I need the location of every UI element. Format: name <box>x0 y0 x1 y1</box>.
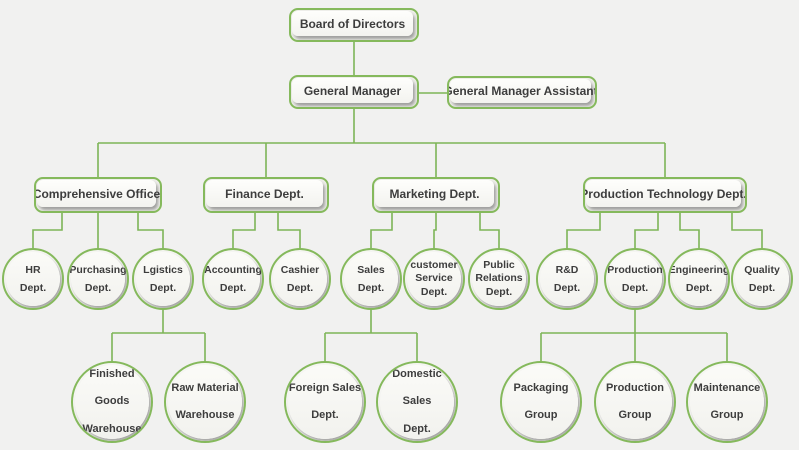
node-domestic-sales-dept: Domestic Sales Dept. <box>376 361 458 443</box>
node-label: Finance Dept. <box>225 186 304 201</box>
node-label: Cashier Dept. <box>280 263 320 294</box>
node-production-technology-dept: Production Technology Dept. <box>583 177 747 213</box>
connector-comprehensive-children <box>32 213 164 249</box>
node-label: Accounting Dept. <box>204 263 262 294</box>
node-surface: customer Service Dept. <box>407 252 461 306</box>
node-label: Raw Material Warehouse <box>171 381 239 422</box>
node-surface: Cashier Dept. <box>273 252 327 306</box>
node-general-manager: General Manager <box>289 75 419 109</box>
node-surface: Packaging Group <box>504 365 578 439</box>
connector-logistics-warehouses <box>111 308 206 362</box>
node-public-relations-dept: Public Relations Dept. <box>468 248 530 310</box>
node-surface: R&D Dept. <box>540 252 594 306</box>
node-sales-dept: Sales Dept. <box>340 248 402 310</box>
node-surface: Sales Dept. <box>344 252 398 306</box>
node-surface: Domestic Sales Dept. <box>380 365 454 439</box>
node-surface: Quality Dept. <box>735 252 789 306</box>
node-surface: Production Technology Dept. <box>585 180 745 207</box>
node-surface: Maintenance Group <box>690 365 764 439</box>
node-label: Comprehensive Office <box>34 186 161 201</box>
node-label: Engineering Dept. <box>668 263 730 294</box>
node-maintenance-group: Maintenance Group <box>686 361 768 443</box>
node-surface: Finance Dept. <box>206 180 323 207</box>
node-production-dept: Production Dept. <box>604 248 666 310</box>
node-label: Public Relations Dept. <box>475 258 523 298</box>
node-logistics-dept: Lgistics Dept. <box>132 248 194 310</box>
node-marketing-dept: Marketing Dept. <box>372 177 500 213</box>
node-hr-dept: HR Dept. <box>2 248 64 310</box>
node-label: Sales Dept. <box>357 263 385 294</box>
node-label: HR Dept. <box>19 263 47 294</box>
node-label: Domestic Sales Dept. <box>392 367 442 435</box>
node-board-of-directors: Board of Directors <box>289 8 419 42</box>
connector-sales-children <box>324 308 418 362</box>
node-label: Packaging Group <box>513 381 569 422</box>
node-purchasing-dept: Purchasing Dept. <box>67 248 129 310</box>
node-production-group: Production Group <box>594 361 676 443</box>
node-label: Quality Dept. <box>744 263 780 294</box>
node-surface: Purchasing Dept. <box>69 252 127 306</box>
node-surface: Comprehensive Office <box>36 180 160 207</box>
node-label: Board of Directors <box>299 16 406 31</box>
node-quality-dept: Quality Dept. <box>731 248 793 310</box>
node-general-manager-assistant: General Manager Assistant <box>447 76 597 109</box>
node-foreign-sales-dept: Foreign Sales Dept. <box>284 361 366 443</box>
node-packaging-group: Packaging Group <box>500 361 582 443</box>
node-finished-goods-warehouse: Finished Goods Warehouse <box>71 361 153 443</box>
node-label: Production Group <box>605 381 665 422</box>
node-accounting-dept: Accounting Dept. <box>202 248 264 310</box>
node-surface: General Manager <box>292 78 413 103</box>
node-label: Marketing Dept. <box>389 186 480 201</box>
node-surface: Production Dept. <box>607 252 663 306</box>
node-label: Production Dept. <box>607 263 663 294</box>
node-surface: Engineering Dept. <box>670 252 728 306</box>
node-surface: Lgistics Dept. <box>136 252 190 306</box>
node-surface: Accounting Dept. <box>204 252 262 306</box>
node-cashier-dept: Cashier Dept. <box>269 248 331 310</box>
node-surface: Production Group <box>598 365 672 439</box>
node-label: General Manager <box>303 83 402 98</box>
node-surface: Public Relations Dept. <box>472 252 526 306</box>
node-label: Maintenance Group <box>693 381 761 422</box>
connector-gm-to-departments <box>97 109 666 178</box>
node-label: Foreign Sales Dept. <box>288 381 362 422</box>
node-raw-material-warehouse: Raw Material Warehouse <box>164 361 246 443</box>
node-surface: Marketing Dept. <box>375 180 494 207</box>
node-label: Finished Goods Warehouse <box>82 367 142 435</box>
connector-prodtech-children <box>566 213 763 249</box>
node-surface: HR Dept. <box>6 252 60 306</box>
node-label: Lgistics Dept. <box>143 263 183 294</box>
node-finance-dept: Finance Dept. <box>203 177 329 213</box>
node-engineering-dept: Engineering Dept. <box>668 248 730 310</box>
node-label: Purchasing Dept. <box>69 263 127 294</box>
node-surface: Finished Goods Warehouse <box>75 365 149 439</box>
node-surface: Foreign Sales Dept. <box>288 365 362 439</box>
node-surface: Raw Material Warehouse <box>168 365 242 439</box>
node-customer-service-dept: customer Service Dept. <box>403 248 465 310</box>
connector-production-groups <box>540 308 728 362</box>
node-label: customer Service Dept. <box>410 258 458 298</box>
node-label: R&D Dept. <box>553 263 581 294</box>
node-label: General Manager Assistant <box>447 84 597 98</box>
node-label: Production Technology Dept. <box>583 186 747 201</box>
connector-marketing-children <box>370 213 500 249</box>
node-rnd-dept: R&D Dept. <box>536 248 598 310</box>
node-comprehensive-office: Comprehensive Office <box>34 177 162 213</box>
connector-finance-children <box>232 213 301 249</box>
node-surface: Board of Directors <box>292 11 413 36</box>
node-surface: General Manager Assistant <box>449 79 595 103</box>
